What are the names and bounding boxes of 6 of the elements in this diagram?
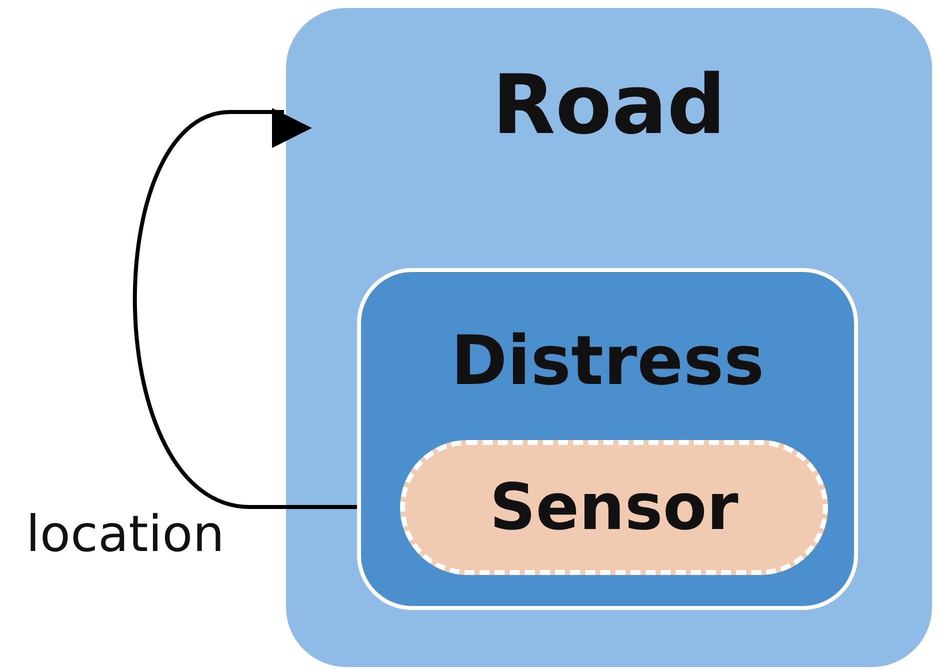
road-box	[286, 8, 932, 667]
arrow	[133, 108, 357, 509]
distress-box	[357, 268, 858, 610]
node-label: Sensor	[490, 470, 738, 544]
node-label: Road	[492, 58, 726, 153]
node-label: Distress	[450, 322, 764, 401]
